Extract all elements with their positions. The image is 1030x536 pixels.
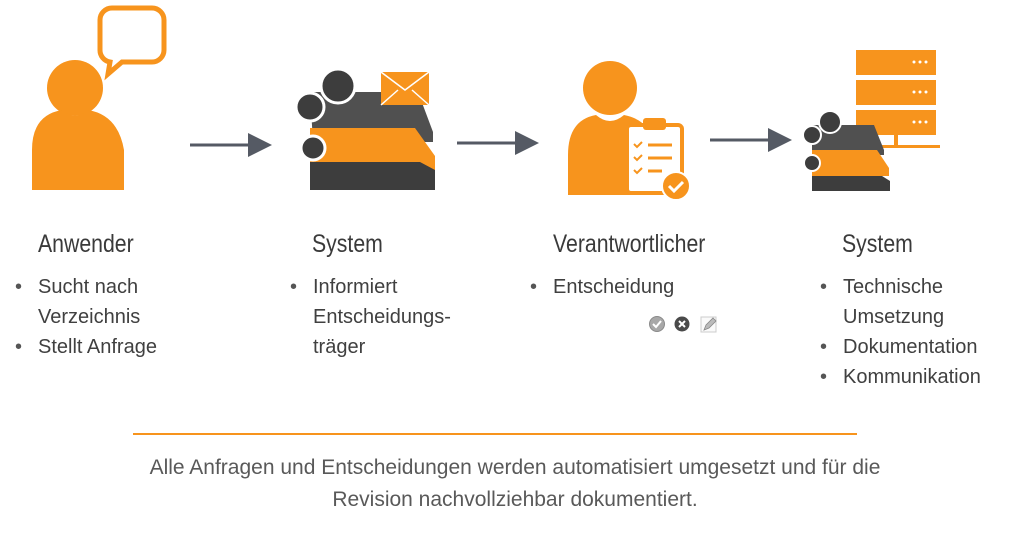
step-4-item: Technische [820,272,981,302]
step-4-item: Kommunikation [820,362,981,392]
system-mail-icon [294,67,435,190]
step-1-list: Sucht nach Verzeichnis Stellt Anfrage [15,272,157,362]
step-4-item: Dokumentation [820,332,981,362]
step-2-item: Entscheidungs- [313,306,451,328]
footer-text: Alle Anfragen und Entscheidungen werden … [0,452,1030,516]
step-1-item: Stellt Anfrage [15,332,157,362]
footer-line-1: Alle Anfragen und Entscheidungen werden … [149,456,881,479]
step-4-list: Technische Umsetzung Dokumentation Kommu… [820,272,981,392]
divider [133,433,857,435]
edit-icon[interactable] [700,316,717,333]
step-4-title: System [842,230,913,258]
step-3-title: Verantwortlicher [553,230,706,258]
server-system-icon [802,50,940,191]
step-1-title: Anwender [38,230,134,258]
step-1-item: Sucht nach [15,272,157,302]
footer-line-2: Revision nachvollziehbar dokumentiert. [332,488,698,511]
step-2-title: System [312,230,383,258]
step-2-item: träger [313,336,366,358]
reject-icon[interactable] [674,316,690,332]
step-1-item: Verzeichnis [38,306,141,328]
decision-icons [649,316,717,333]
step-3-list: Entscheidung [530,272,674,302]
step-2-item: Informiert [290,272,451,302]
process-icons [32,5,940,201]
step-2-list: Informiert Entscheidungs- träger [290,272,451,362]
user-speech-icon [32,5,167,190]
step-3-item: Entscheidung [530,272,674,302]
responsible-checklist-icon [568,61,691,201]
step-4-item: Umsetzung [843,306,945,328]
approve-icon[interactable] [649,316,665,332]
